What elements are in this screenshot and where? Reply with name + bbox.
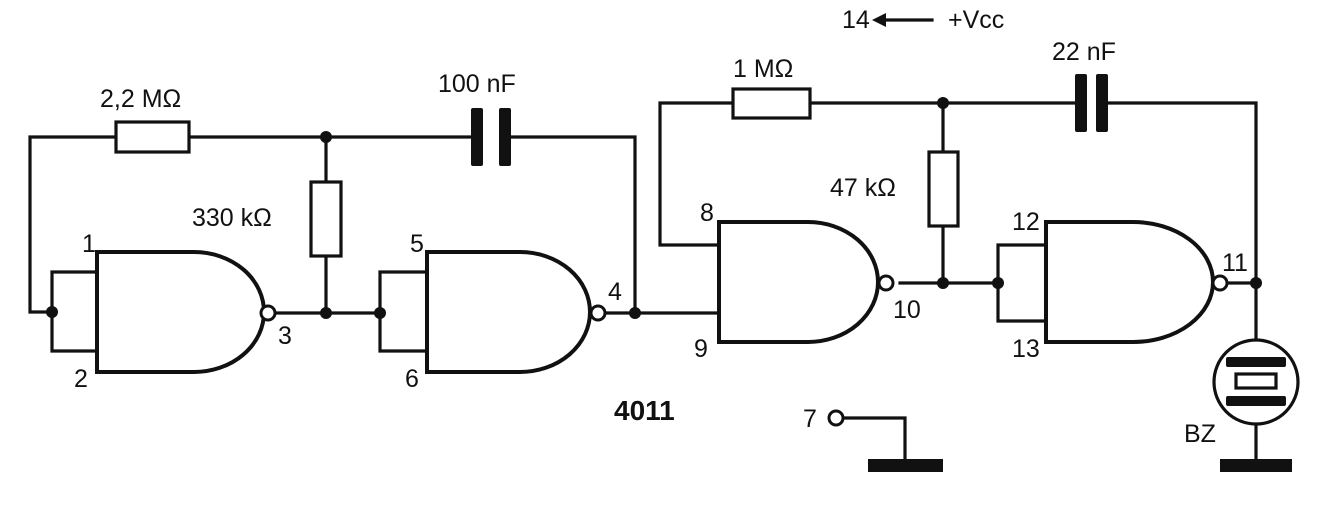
junctions [46, 97, 1262, 319]
pin-13: 13 [1012, 335, 1040, 363]
pin-1: 1 [82, 230, 96, 258]
pin-8: 8 [700, 199, 714, 227]
resistor-r1 [114, 120, 191, 154]
ground-pin7 [868, 459, 943, 472]
nand-gate-3 [717, 220, 895, 344]
wires [28, 18, 1258, 465]
nand-gate-2 [425, 250, 607, 374]
label-chip: 4011 [614, 395, 675, 426]
label-c2: 22 nF [1052, 38, 1116, 66]
label-vcc: +Vcc [948, 6, 1004, 34]
pin-3: 3 [278, 322, 292, 350]
pin-5: 5 [410, 230, 424, 258]
wire-gate2-inputs [378, 270, 429, 353]
wire-gate1-inputs [50, 270, 99, 353]
buzzer [1212, 338, 1300, 426]
pin-6: 6 [405, 365, 419, 393]
capacitor-c1 [471, 108, 511, 166]
pin-12: 12 [1012, 208, 1040, 236]
label-vcc-pin: 14 [842, 6, 870, 34]
resistor-r3 [731, 87, 812, 120]
pin-2: 2 [74, 365, 88, 393]
label-c1: 100 nF [438, 70, 516, 98]
wire-r1-loop [28, 135, 118, 314]
resistor-r4 [927, 150, 960, 228]
pin-10: 10 [893, 296, 921, 324]
label-buzzer: BZ [1184, 420, 1216, 448]
label-r1: 2,2 MΩ [100, 85, 181, 113]
nand-gate-1 [95, 250, 277, 374]
nand-gate-4 [1044, 220, 1229, 344]
wire-c2-to-output [1106, 101, 1258, 359]
wire-r3-loop [658, 101, 735, 247]
wire-gate4-inputs [996, 243, 1048, 323]
label-r4: 47 kΩ [830, 174, 896, 202]
label-r2: 330 kΩ [192, 204, 272, 232]
resistor-r2 [309, 180, 343, 258]
label-r3: 1 MΩ [733, 55, 793, 83]
pin-4: 4 [608, 278, 622, 306]
pin-7: 7 [803, 405, 817, 433]
vcc-arrow-head [872, 13, 886, 27]
ground-buzzer [1220, 459, 1292, 472]
pin-9: 9 [694, 335, 708, 363]
wire-c1-to-output [509, 135, 637, 315]
wire-pin7-ground [841, 416, 907, 465]
capacitor-c2 [1075, 74, 1108, 132]
pin-11: 11 [1222, 249, 1248, 277]
pin7-terminal [827, 409, 845, 427]
